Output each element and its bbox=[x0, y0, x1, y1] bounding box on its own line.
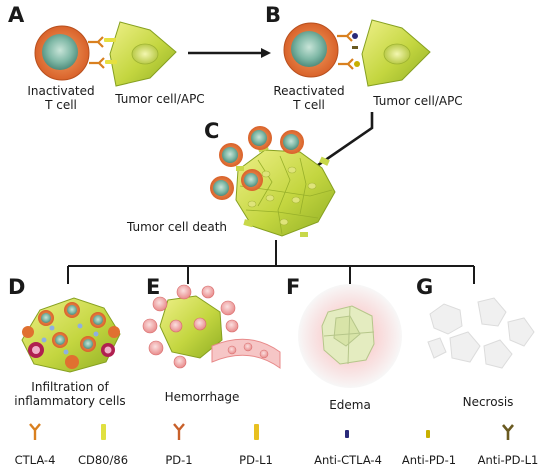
panel-label-f: F bbox=[286, 275, 301, 299]
swollen-cell-cluster bbox=[321, 305, 375, 365]
legend-label-anti-pdl1: Anti-PD-L1 bbox=[477, 453, 539, 467]
anti-ctla4-legend-icon bbox=[345, 430, 349, 438]
arrow-b-to-c bbox=[305, 112, 374, 174]
t-cell-nucleus bbox=[42, 34, 78, 70]
panel-f-illustration bbox=[298, 284, 402, 388]
anti-pd1-legend-icon bbox=[426, 430, 430, 438]
blocked-receptor-icon bbox=[337, 30, 354, 70]
cd80-ligand-icon bbox=[104, 38, 117, 64]
tree-connector bbox=[67, 240, 475, 284]
tumor-cell-death-label: Tumor cell death bbox=[126, 220, 228, 234]
panel-label-b: B bbox=[265, 3, 282, 27]
panel-label-e: E bbox=[146, 275, 161, 299]
legend-label-pdl1: PD-L1 bbox=[239, 453, 273, 467]
tumor-cell-mass bbox=[235, 143, 336, 237]
tumor-cell-nucleus bbox=[131, 43, 159, 65]
legend-label-cd80-86: CD80/86 bbox=[77, 453, 129, 467]
t-cell-nucleus bbox=[291, 31, 327, 67]
panel-a-illustration bbox=[34, 21, 177, 87]
legend-label-ctla4: CTLA-4 bbox=[14, 453, 56, 467]
legend-label-anti-pd1: Anti-PD-1 bbox=[401, 453, 457, 467]
infiltration-label: Infiltration of inflammatory cells bbox=[14, 380, 126, 408]
panel-b-illustration bbox=[283, 19, 431, 87]
edema-label: Edema bbox=[329, 398, 371, 412]
cd80-86-legend-icon bbox=[101, 424, 106, 440]
blood-vessel bbox=[211, 338, 281, 369]
t-cell-group bbox=[210, 126, 304, 200]
hemorrhage-label: Hemorrhage bbox=[164, 390, 240, 404]
tumor-cell-nucleus bbox=[383, 43, 411, 65]
anti-pdl1-legend-icon bbox=[502, 424, 514, 440]
panel-label-c: C bbox=[204, 119, 220, 143]
panel-e-illustration bbox=[142, 284, 281, 369]
necrosis-label: Necrosis bbox=[462, 395, 514, 409]
legend-icons bbox=[29, 423, 514, 440]
ctla4-receptor-icon bbox=[88, 36, 105, 69]
panel-label-d: D bbox=[8, 275, 26, 299]
inactivated-t-cell-label: Inactivated T cell bbox=[27, 84, 95, 112]
legend-label-anti-ctla4: Anti-CTLA-4 bbox=[314, 453, 382, 467]
panel-label-g: G bbox=[416, 275, 434, 299]
pd1-legend-icon bbox=[173, 423, 185, 440]
antibody-icon bbox=[352, 33, 360, 67]
panel-d-illustration bbox=[21, 297, 121, 373]
panel-label-a: A bbox=[8, 3, 25, 27]
tumor-cell-apc-label-a: Tumor cell/APC bbox=[115, 92, 205, 106]
red-blood-cell-group bbox=[142, 284, 239, 369]
tumor-cell-apc-label-b: Tumor cell/APC bbox=[373, 94, 463, 108]
panel-c-illustration bbox=[210, 126, 336, 237]
pdl1-legend-icon bbox=[254, 424, 259, 440]
legend-label-pd1: PD-1 bbox=[165, 453, 193, 467]
inflammatory-cell-group bbox=[22, 302, 120, 369]
ctla4-legend-icon bbox=[29, 423, 41, 440]
panel-g-illustration bbox=[427, 297, 535, 369]
reactivated-t-cell-label: Reactivated T cell bbox=[273, 84, 345, 112]
